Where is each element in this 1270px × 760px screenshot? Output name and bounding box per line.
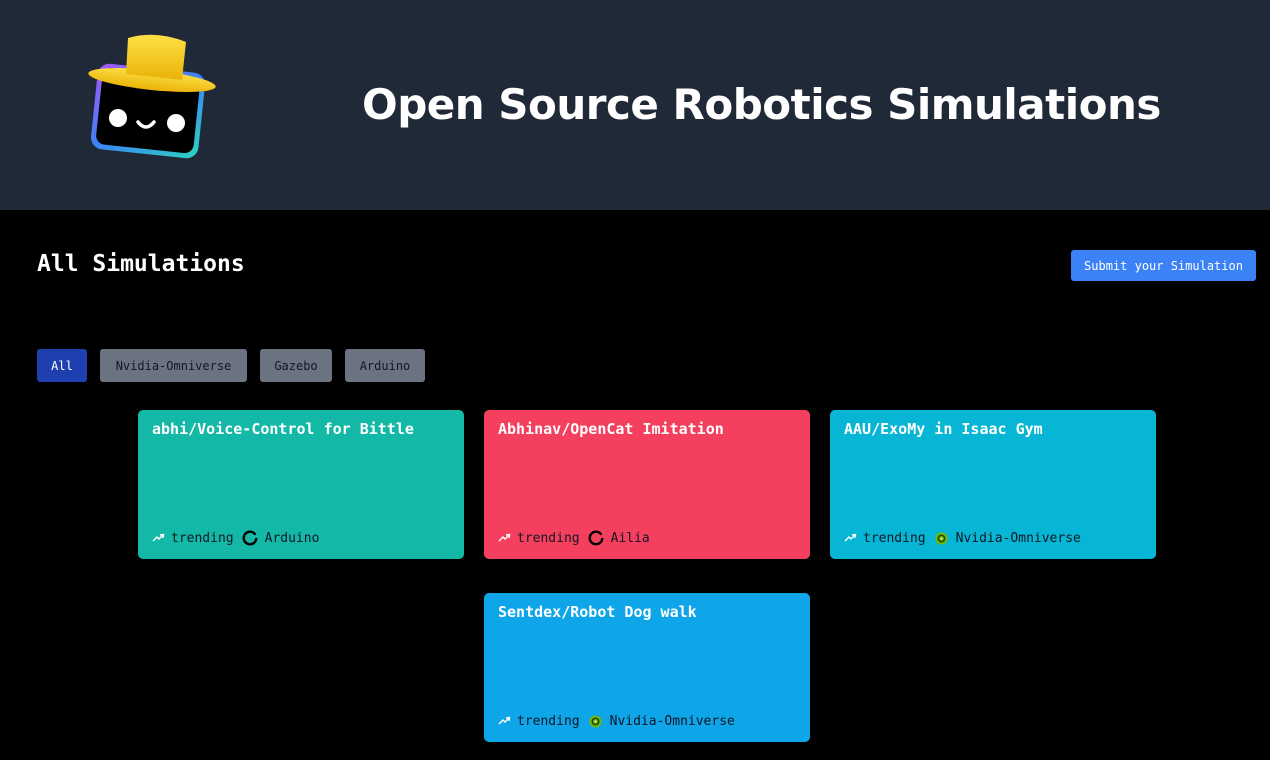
card-footer: trending Ailia	[498, 528, 650, 548]
card-title[interactable]: AAU/ExoMy in Isaac Gym	[844, 420, 1043, 438]
platform-label: Arduino	[264, 530, 320, 546]
card-footer: trending Nvidia-Omniverse	[844, 528, 1081, 548]
simulation-card[interactable]: abhi/Voice-Control for Bittle trending A…	[138, 410, 464, 559]
submit-simulation-button[interactable]: Submit your Simulation	[1071, 250, 1256, 281]
platform-label: Nvidia-Omniverse	[609, 713, 735, 729]
trending-label: trending	[863, 530, 926, 546]
platform-label: Ailia	[610, 530, 650, 546]
trending-icon	[498, 533, 511, 543]
trending-label: trending	[517, 530, 580, 546]
filter-gazebo[interactable]: Gazebo	[260, 349, 332, 382]
simulation-card[interactable]: AAU/ExoMy in Isaac Gym trending Nvidia-O…	[830, 410, 1156, 559]
card-footer: trending Arduino	[152, 528, 319, 548]
simulation-card[interactable]: Abhinav/OpenCat Imitation trending Ailia	[484, 410, 810, 559]
robot-with-hat-logo[interactable]	[86, 30, 220, 160]
filter-nvidia-omniverse[interactable]: Nvidia-Omniverse	[100, 349, 247, 382]
trending-icon	[152, 533, 165, 543]
filter-arduino[interactable]: Arduino	[345, 349, 425, 382]
page-title: All Simulations	[37, 251, 245, 277]
trending-icon	[498, 716, 511, 726]
trending-label: trending	[517, 713, 580, 729]
site-header: Open Source Robotics Simulations	[0, 0, 1270, 210]
trending-label: trending	[171, 530, 234, 546]
ring-icon	[588, 530, 604, 546]
card-footer: trending Nvidia-Omniverse	[498, 711, 735, 731]
omniverse-icon	[588, 714, 603, 729]
omniverse-icon	[934, 531, 949, 546]
trending-icon	[844, 533, 857, 543]
ring-icon	[242, 530, 258, 546]
platform-label: Nvidia-Omniverse	[955, 530, 1081, 546]
simulation-card[interactable]: Sentdex/Robot Dog walk trending Nvidia-O…	[484, 593, 810, 742]
card-title[interactable]: Sentdex/Robot Dog walk	[498, 603, 697, 621]
filter-all[interactable]: All	[37, 349, 87, 382]
site-title: Open Source Robotics Simulations	[362, 80, 1161, 129]
card-title[interactable]: Abhinav/OpenCat Imitation	[498, 420, 724, 438]
card-title[interactable]: abhi/Voice-Control for Bittle	[152, 420, 414, 438]
